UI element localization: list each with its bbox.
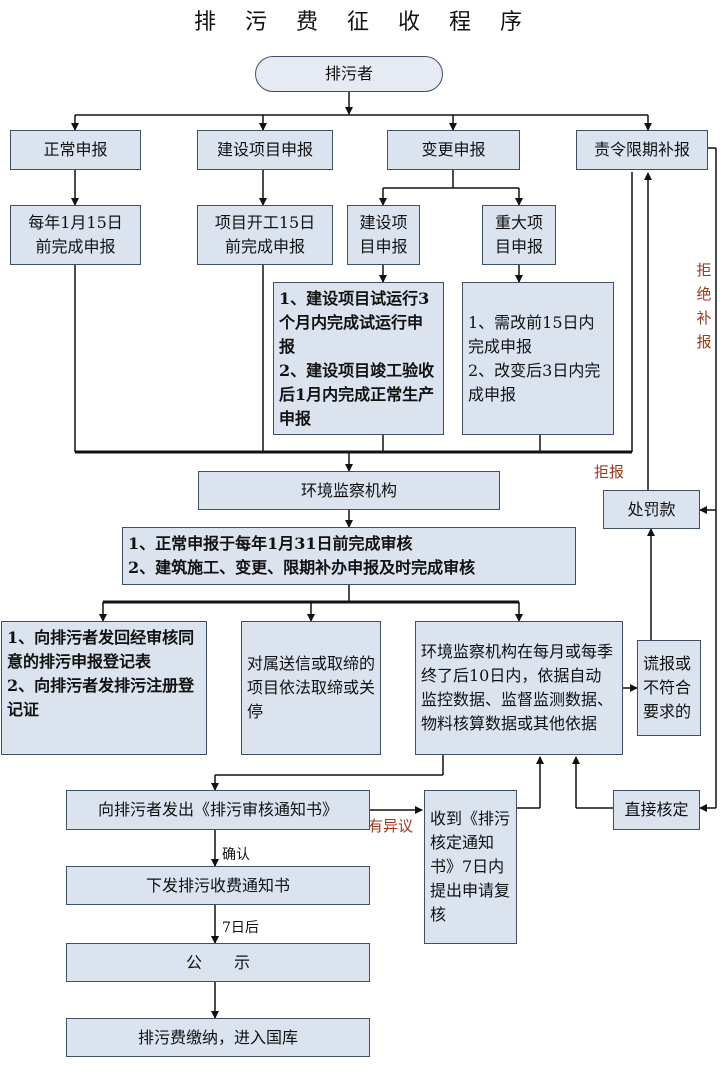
node-approved-registration: 1、向排污者发回经审核同意的排污申报登记表 2、向排污者发排污注册登记证 bbox=[1, 621, 207, 755]
label-refuse: 拒报 bbox=[594, 463, 625, 481]
node-change-construction: 建设项 目申报 bbox=[347, 205, 420, 265]
node-construction-report: 建设项目申报 bbox=[197, 130, 333, 170]
node-penalty: 处罚款 bbox=[603, 490, 700, 529]
start-node-polluter: 排污者 bbox=[255, 56, 443, 92]
node-fee-notice: 下发排污收费通知书 bbox=[66, 866, 370, 905]
label-confirm: 确认 bbox=[222, 847, 250, 863]
node-ordered-report: 责令限期补报 bbox=[576, 130, 708, 170]
node-change-report: 变更申报 bbox=[387, 130, 520, 170]
node-shutdown: 对属送信或取缔的项目依法取缔或关停 bbox=[241, 621, 381, 755]
node-audit-notice: 向排污者发出《排污审核通知书》 bbox=[66, 790, 370, 830]
node-direct-assessment: 直接核定 bbox=[613, 790, 700, 830]
node-recheck-request: 收到《排污核定通知书》7日内提出申请复核 bbox=[424, 790, 517, 944]
node-major-rules: 1、需改前15日内完成申报 2、改变后3日内完成申报 bbox=[462, 282, 614, 435]
node-false-report: 谎报或不符合要求的 bbox=[637, 640, 701, 736]
node-publicize: 公 示 bbox=[66, 943, 370, 982]
node-fee-payment: 排污费缴纳，进入国库 bbox=[66, 1018, 370, 1057]
label-refuse-to-report: 拒 绝 补 报 bbox=[696, 261, 712, 351]
node-normal-deadline: 每年1月15日 前完成申报 bbox=[10, 205, 141, 265]
label-objection: 有异议 bbox=[368, 817, 414, 835]
node-monitoring-agency: 环境监察机构 bbox=[198, 471, 500, 510]
page-title: 排 污 费 征 收 程 序 bbox=[194, 10, 533, 35]
node-construction-start: 项目开工15日 前完成申报 bbox=[197, 205, 333, 265]
label-after-7-days: 7日后 bbox=[222, 920, 259, 936]
node-construction-rules: 1、建设项目试运行3个月内完成试运行申报 2、建设项目竣工验收后1月内完成正常生… bbox=[273, 282, 444, 435]
node-normal-report: 正常申报 bbox=[10, 130, 141, 170]
node-change-major: 重大项 目申报 bbox=[482, 205, 556, 265]
node-periodic-verification: 环境监察机构在每月或每季终了后10日内，依据自动监控数据、监督监测数据、物料核算… bbox=[415, 621, 623, 755]
node-review-deadlines: 1、正常申报于每年1月31日前完成审核 2、建筑施工、变更、限期补办申报及时完成… bbox=[122, 527, 576, 585]
